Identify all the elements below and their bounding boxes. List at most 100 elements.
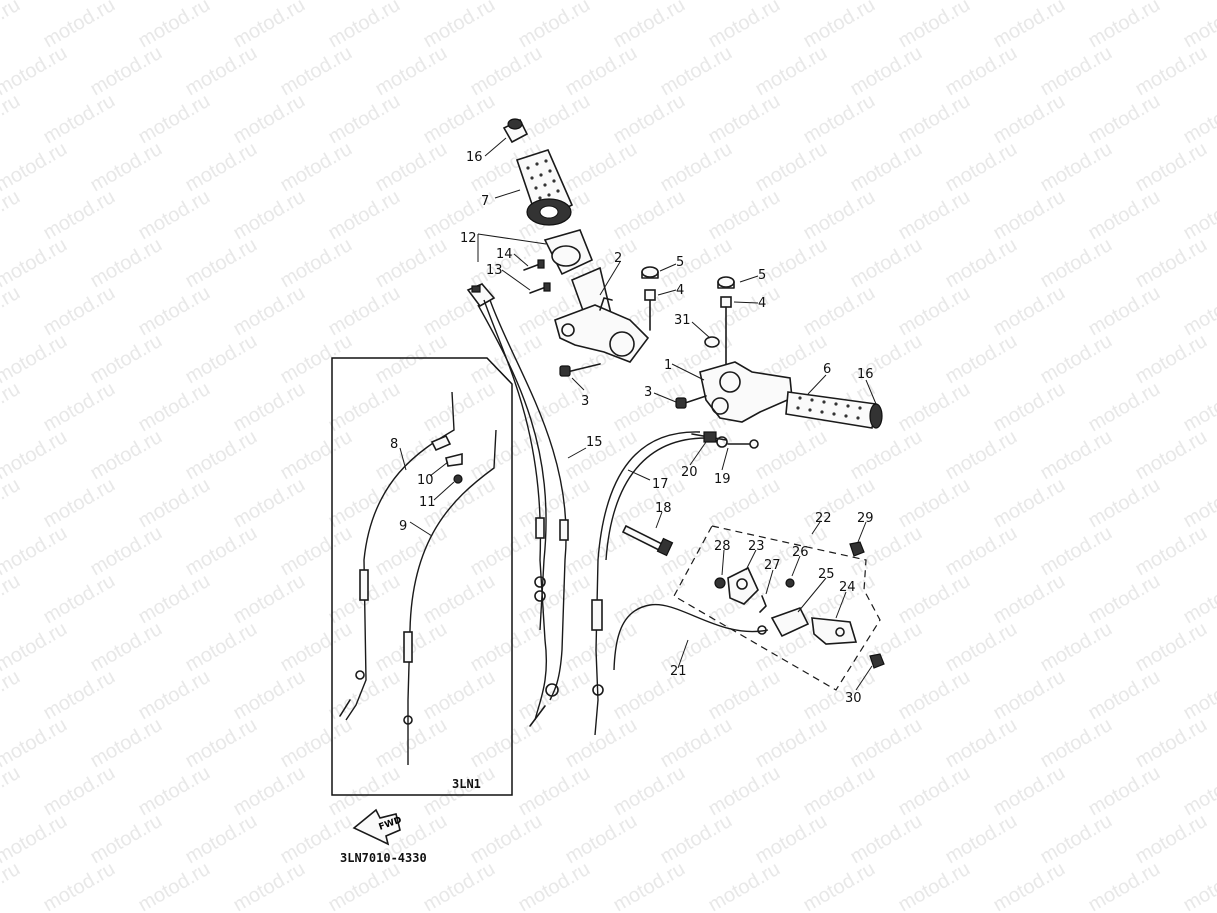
cap-5-left (641, 266, 659, 279)
watermark-text: motod.ru (895, 282, 974, 341)
watermark-text: motod.ru (942, 618, 1021, 677)
callout-6: 6 (823, 362, 831, 377)
watermark-text: motod.ru (800, 666, 879, 725)
callout-7: 7 (481, 194, 489, 209)
watermark-text: motod.ru (135, 90, 214, 149)
watermark-text: motod.ru (942, 426, 1021, 485)
watermark-text: motod.ru (1132, 618, 1211, 677)
watermark-text: motod.ru (420, 90, 499, 149)
watermark-text: motod.ru (942, 330, 1021, 389)
callout-1: 1 (664, 358, 672, 373)
watermark-text: motod.ru (420, 378, 499, 437)
throttle-sleeve (543, 229, 594, 276)
cable-9 (403, 429, 497, 765)
watermark-text: motod.ru (277, 138, 356, 197)
callout-30: 30 (845, 691, 862, 706)
nut-19 (727, 439, 759, 449)
inset-box-3ln1 (331, 357, 513, 796)
callout-10: 10 (417, 473, 434, 488)
watermark-text: motod.ru (372, 234, 451, 293)
watermark-text: motod.ru (230, 186, 309, 245)
watermark-text: motod.ru (420, 858, 499, 913)
watermark-text: motod.ru (610, 762, 689, 821)
watermark-text: motod.ru (705, 858, 784, 913)
nut-11 (453, 474, 463, 484)
watermark-text: motod.ru (990, 666, 1069, 725)
watermark-text: motod.ru (752, 810, 831, 869)
watermark-text: motod.ru (1037, 42, 1116, 101)
handlebar-grip-right (785, 391, 877, 429)
watermark-text: motod.ru (990, 762, 1069, 821)
callout-4-left: 4 (676, 283, 684, 298)
callout-11: 11 (419, 495, 436, 510)
watermark-text: motod.ru (895, 666, 974, 725)
watermark-text: motod.ru (752, 234, 831, 293)
watermark-text: motod.ru (895, 474, 974, 533)
grip-end-cap-right (869, 403, 883, 429)
watermark-text: motod.ru (0, 666, 24, 725)
watermark-text: motod.ru (1037, 426, 1116, 485)
watermark-text: motod.ru (40, 378, 119, 437)
watermark-text: motod.ru (0, 858, 24, 913)
watermark-text: motod.ru (87, 714, 166, 773)
watermark-text: motod.ru (1037, 234, 1116, 293)
watermark-text: motod.ru (135, 762, 214, 821)
watermark-text: motod.ru (467, 618, 546, 677)
callout-22: 22 (815, 511, 832, 526)
watermark-text: motod.ru (87, 426, 166, 485)
fwd-arrow-icon: FWD (352, 808, 403, 846)
watermark-text: motod.ru (847, 618, 926, 677)
watermark-text: motod.ru (277, 714, 356, 773)
lever-holder (699, 361, 793, 423)
watermark-text: motod.ru (610, 570, 689, 629)
watermark-text: motod.ru (705, 0, 784, 52)
watermark-text: motod.ru (1132, 138, 1211, 197)
watermark-text: motod.ru (895, 0, 974, 52)
watermark-text: motod.ru (990, 90, 1069, 149)
callout-19: 19 (714, 472, 731, 487)
watermark-text: motod.ru (847, 810, 926, 869)
watermark-text: motod.ru (372, 42, 451, 101)
watermark-text: motod.ru (1132, 714, 1211, 773)
callout-5-right: 5 (758, 268, 766, 283)
watermark-text: motod.ru (182, 618, 261, 677)
watermark-text: motod.ru (1085, 186, 1164, 245)
watermark-text: motod.ru (135, 186, 214, 245)
watermark-text: motod.ru (515, 90, 594, 149)
screw-3-left (559, 363, 601, 377)
watermark-text: motod.ru (942, 522, 1021, 581)
watermark-text: motod.ru (990, 474, 1069, 533)
watermark-text: motod.ru (40, 90, 119, 149)
bolt-4-left (644, 289, 656, 331)
callout-14: 14 (496, 247, 513, 262)
watermark-text: motod.ru (182, 330, 261, 389)
watermark-text: motod.ru (182, 138, 261, 197)
adjuster-10 (445, 452, 463, 467)
watermark-text: motod.ru (515, 474, 594, 533)
callout-15: 15 (586, 435, 603, 450)
throttle-end-cap (502, 118, 529, 144)
watermark-text: motod.ru (0, 570, 24, 629)
watermark-text: motod.ru (325, 90, 404, 149)
watermark-text: motod.ru (372, 522, 451, 581)
watermark-text: motod.ru (657, 810, 736, 869)
watermark-text: motod.ru (752, 138, 831, 197)
watermark-text: motod.ru (610, 858, 689, 913)
watermark-text: motod.ru (610, 0, 689, 52)
watermark-text: motod.ru (325, 186, 404, 245)
callout-16-left: 16 (466, 150, 483, 165)
callout-2: 2 (614, 251, 622, 266)
watermark-text: motod.ru (420, 666, 499, 725)
watermark-text: motod.ru (40, 666, 119, 725)
watermark-text: motod.ru (990, 186, 1069, 245)
watermark-text: motod.ru (847, 234, 926, 293)
screw-3-right (675, 395, 707, 409)
cable-8 (339, 391, 455, 721)
watermark-text: motod.ru (325, 282, 404, 341)
nut-29 (849, 541, 865, 557)
callout-13: 13 (486, 263, 503, 278)
adjuster-20 (703, 431, 717, 443)
callout-4-right: 4 (758, 296, 766, 311)
